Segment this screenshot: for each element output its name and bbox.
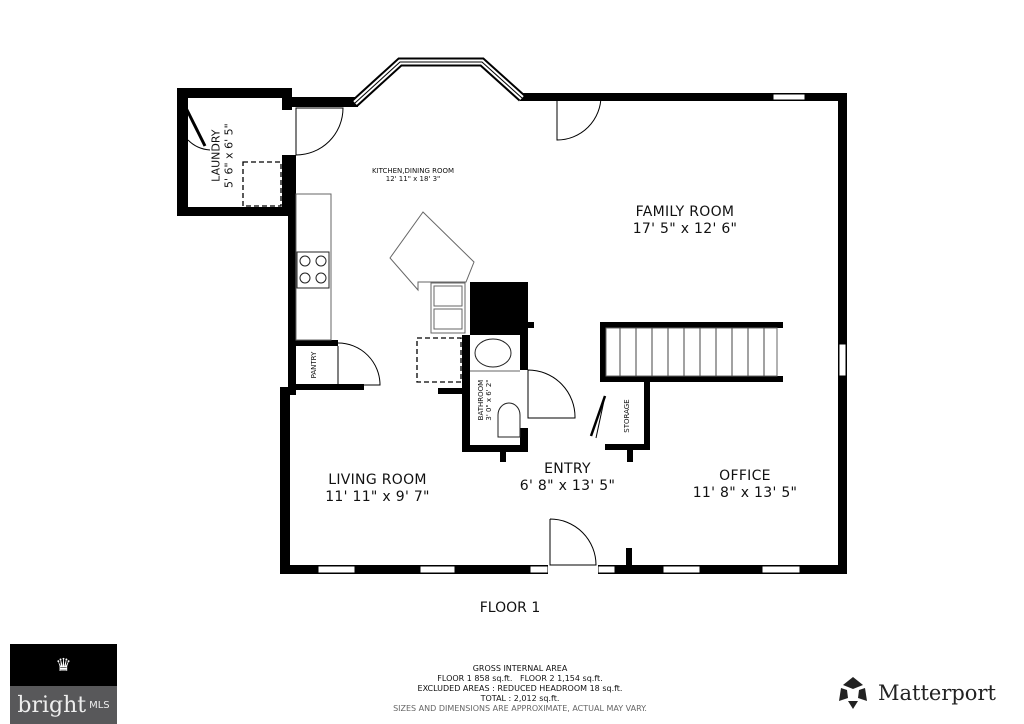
- matterport-wordmark: Matterport: [878, 681, 996, 705]
- appliance-outlines: [242, 161, 462, 383]
- stairs: [619, 328, 765, 376]
- area-excluded: EXCLUDED AREAS : REDUCED HEADROOM 18 sq.…: [417, 684, 623, 693]
- area-summary: GROSS INTERNAL AREA FLOOR 1 858 sq.ft. F…: [370, 664, 670, 714]
- bright-wordmark: bright: [17, 692, 87, 718]
- matterport-logo: Matterport: [836, 676, 996, 710]
- floor-title: FLOOR 1: [479, 600, 541, 616]
- crown-monogram-icon: ♛: [10, 644, 117, 686]
- area-note: SIZES AND DIMENSIONS ARE APPROXIMATE, AC…: [393, 704, 647, 713]
- area-floors: FLOOR 1 858 sq.ft. FLOOR 2 1,154 sq.ft.: [437, 674, 603, 683]
- pantry-label: PANTRY: [309, 351, 318, 379]
- area-heading: GROSS INTERNAL AREA: [472, 664, 568, 673]
- mls-wordmark: MLS: [89, 699, 110, 711]
- windows: [317, 93, 847, 574]
- area-total: TOTAL : 2,012 sq.ft.: [480, 694, 560, 703]
- bay-window: [351, 57, 526, 107]
- storage-label: STORAGE: [622, 399, 631, 433]
- bright-mls-logo: ♛ bright MLS: [10, 644, 117, 724]
- matterport-icon: [839, 677, 867, 709]
